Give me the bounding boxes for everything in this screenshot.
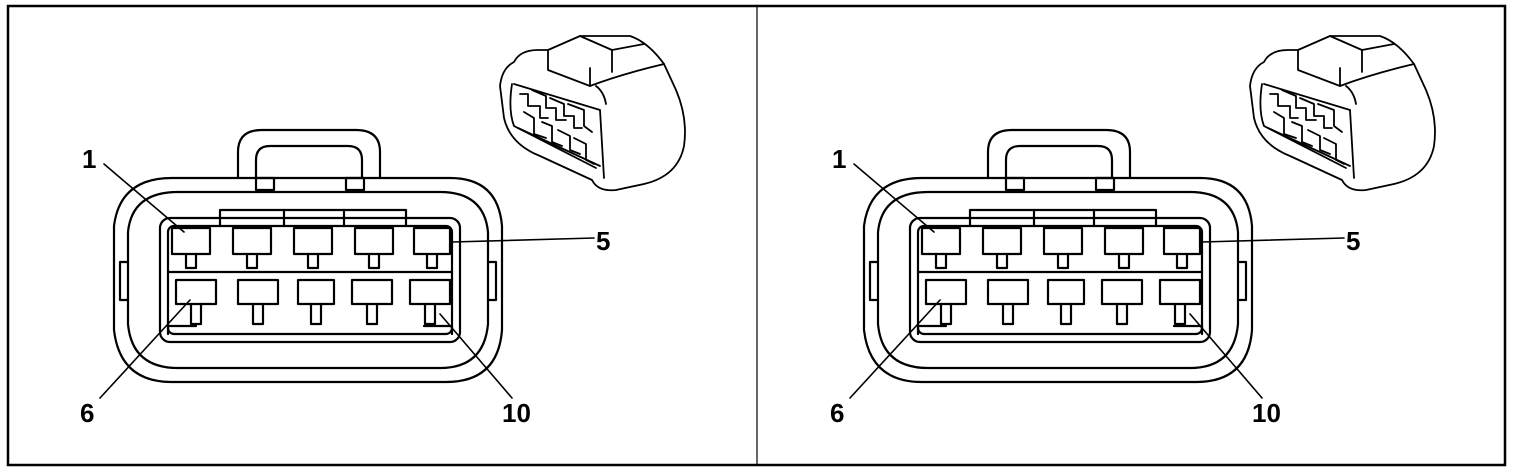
pin-1-label: 1 <box>82 144 96 174</box>
pin-10-label: 10 <box>502 398 531 428</box>
connector-view-right: 1 5 6 10 <box>830 34 1437 428</box>
pin-6-label: 6 <box>80 398 94 428</box>
pin-1-label: 1 <box>832 144 846 174</box>
pin-5-label: 5 <box>1346 226 1360 256</box>
connector-view-left: 1 5 6 10 <box>80 34 687 428</box>
pin-10-label: 10 <box>1252 398 1281 428</box>
pin-6-label: 6 <box>830 398 844 428</box>
pin-5-label: 5 <box>596 226 610 256</box>
